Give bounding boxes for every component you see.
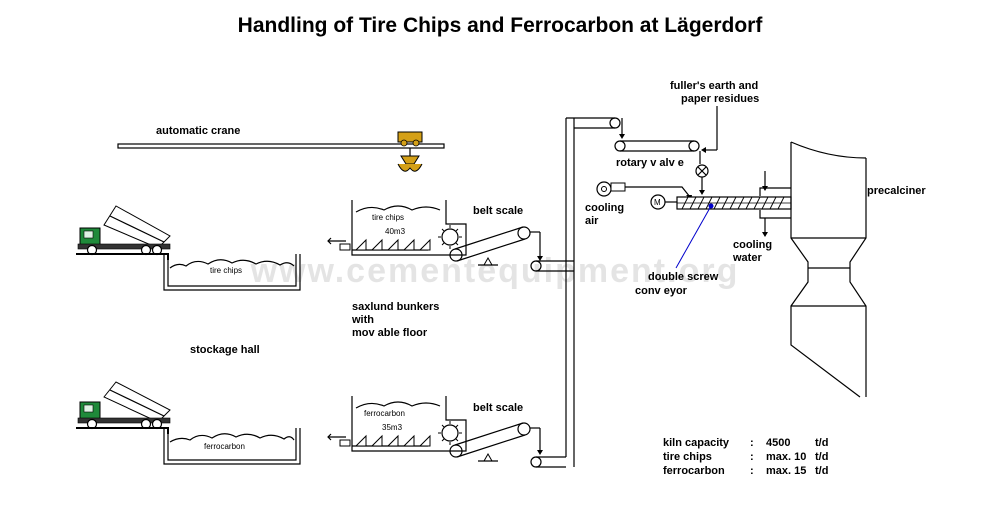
- label-precalciner: precalciner: [867, 185, 926, 197]
- precalciner: [790, 141, 867, 398]
- label-cooling-water-line2: water: [732, 252, 762, 264]
- belt-scale-top: [449, 226, 531, 266]
- label-motor: M: [654, 198, 661, 207]
- capacity-sep: :: [750, 437, 754, 449]
- label-fullers-line2: paper residues: [681, 93, 759, 105]
- diagram-title: Handling of Tire Chips and Ferrocarbon a…: [238, 14, 764, 37]
- label-cooling-air-line2: air: [585, 215, 599, 227]
- crane-grab-icon: [400, 155, 420, 165]
- capacity-value: max. 15: [766, 465, 806, 477]
- label-stockage-hall: stockage hall: [190, 344, 260, 356]
- label-pit-tire-chips: tire chips: [210, 266, 242, 275]
- label-bunker-tire-volume: 40m3: [385, 227, 406, 236]
- capacity-value: 4500: [766, 437, 790, 449]
- truck-ground-top: [76, 253, 169, 260]
- capacity-label: tire chips: [663, 451, 712, 463]
- pit-ferrocarbon: [163, 428, 301, 465]
- label-bunker-tire-name: tire chips: [372, 213, 404, 222]
- bunker-tire-chips: [327, 200, 467, 256]
- transfer-conveyor: [614, 140, 700, 152]
- bucket-elevator: [565, 117, 621, 467]
- label-cooling-water-line1: cooling: [733, 239, 772, 251]
- cooling-water-jacket: [759, 171, 791, 237]
- label-bunker-ferro-volume: 35m3: [382, 423, 403, 432]
- label-saxlund-line2: with: [351, 314, 374, 326]
- label-belt-scale-top: belt scale: [473, 205, 523, 217]
- capacity-row: ferrocarbon : max. 15 t/d: [663, 465, 828, 477]
- automatic-crane: [117, 131, 445, 172]
- label-pit-ferrocarbon: ferrocarbon: [204, 442, 245, 451]
- collecting-conveyors: [530, 260, 574, 468]
- rotary-valve-icon: [695, 164, 709, 178]
- discharge-roller-icon-2: [441, 424, 459, 442]
- capacity-unit: t/d: [815, 451, 828, 463]
- capacity-value: max. 10: [766, 451, 806, 463]
- label-screw-line1: double screw: [648, 271, 719, 283]
- bunker-ferrocarbon: [327, 396, 467, 452]
- double-screw-conveyor: [676, 196, 792, 210]
- label-bunker-ferro-name: ferrocarbon: [364, 409, 405, 418]
- capacity-row: kiln capacity : 4500 t/d: [663, 437, 828, 449]
- discharge-roller-icon: [441, 228, 459, 246]
- pit-tire-chips: [163, 254, 301, 291]
- crane-trolley: [397, 131, 423, 143]
- crane-rail: [117, 143, 445, 149]
- capacity-row: tire chips : max. 10 t/d: [663, 451, 828, 463]
- belt-scale-bottom: [449, 422, 531, 462]
- label-fullers-line1: fuller's earth and: [670, 80, 758, 92]
- watermark: www.cementequipment.org: [250, 252, 740, 290]
- capacity-label: kiln capacity: [663, 437, 730, 449]
- capacity-sep: :: [750, 465, 754, 477]
- label-saxlund-line1: saxlund bunkers: [352, 301, 439, 313]
- truck-tire-chips: [77, 205, 171, 256]
- capacity-label: ferrocarbon: [663, 465, 725, 477]
- capacity-unit: t/d: [815, 465, 828, 477]
- capacity-table: kiln capacity : 4500 t/d tire chips : ma…: [663, 437, 828, 477]
- label-automatic-crane: automatic crane: [156, 125, 240, 137]
- cooling-air-fan-icon: [596, 181, 626, 197]
- truck-ferrocarbon: [77, 381, 171, 430]
- label-belt-scale-bottom: belt scale: [473, 402, 523, 414]
- label-saxlund-line3: mov able floor: [352, 327, 428, 339]
- label-cooling-air-line1: cooling: [585, 202, 624, 214]
- label-screw-line2: conv eyor: [635, 285, 688, 297]
- truck-ground-bottom: [76, 427, 169, 434]
- label-rotary-valve: rotary v alv e: [616, 157, 684, 169]
- capacity-unit: t/d: [815, 437, 828, 449]
- capacity-sep: :: [750, 451, 754, 463]
